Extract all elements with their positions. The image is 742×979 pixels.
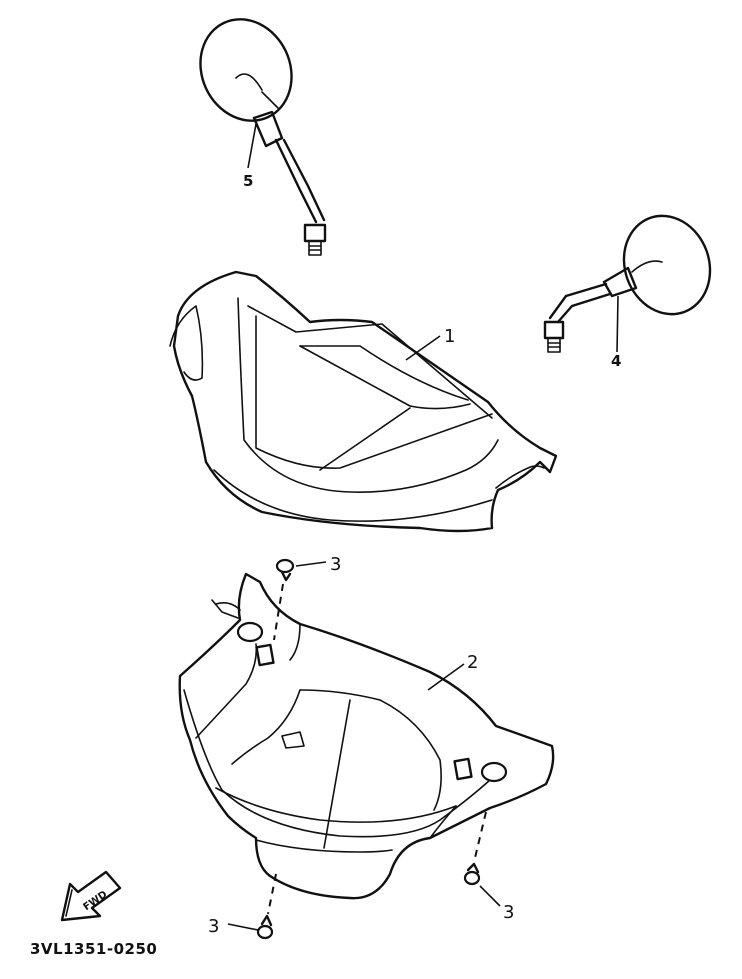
upper-handlebar-cover: [169, 270, 558, 533]
assembly-line-right: [473, 811, 487, 863]
leader-part-3-top: [295, 561, 327, 567]
leader-part-1: [405, 335, 441, 361]
leader-part-4: [616, 295, 619, 353]
assembly-line-top: [273, 583, 284, 641]
screw-top: [275, 558, 295, 582]
assembly-line-bottom: [267, 873, 277, 915]
leader-part-5: [247, 123, 257, 169]
screw-bottom: [256, 914, 274, 940]
mirror-left: [199, 18, 327, 256]
reference-code: 3VL1351-0250: [30, 940, 158, 958]
mirror-right: [543, 214, 712, 353]
leader-part-2: [427, 663, 465, 691]
lower-handlebar-cover: [178, 572, 555, 900]
fwd-label: FWD: [82, 889, 110, 913]
callout-part-5: 5: [243, 172, 253, 190]
callout-part-3-top: 3: [330, 554, 341, 575]
leader-part-3-right: [479, 885, 501, 907]
callout-part-2: 2: [467, 652, 478, 673]
screw-right: [463, 862, 481, 886]
callout-part-3-right: 3: [503, 902, 514, 923]
leader-part-3-bottom: [227, 923, 259, 931]
callout-part-3-bottom: 3: [208, 916, 219, 937]
callout-part-1: 1: [444, 326, 455, 347]
fwd-arrow-icon: FWD: [60, 870, 122, 922]
callout-part-4: 4: [611, 352, 621, 370]
